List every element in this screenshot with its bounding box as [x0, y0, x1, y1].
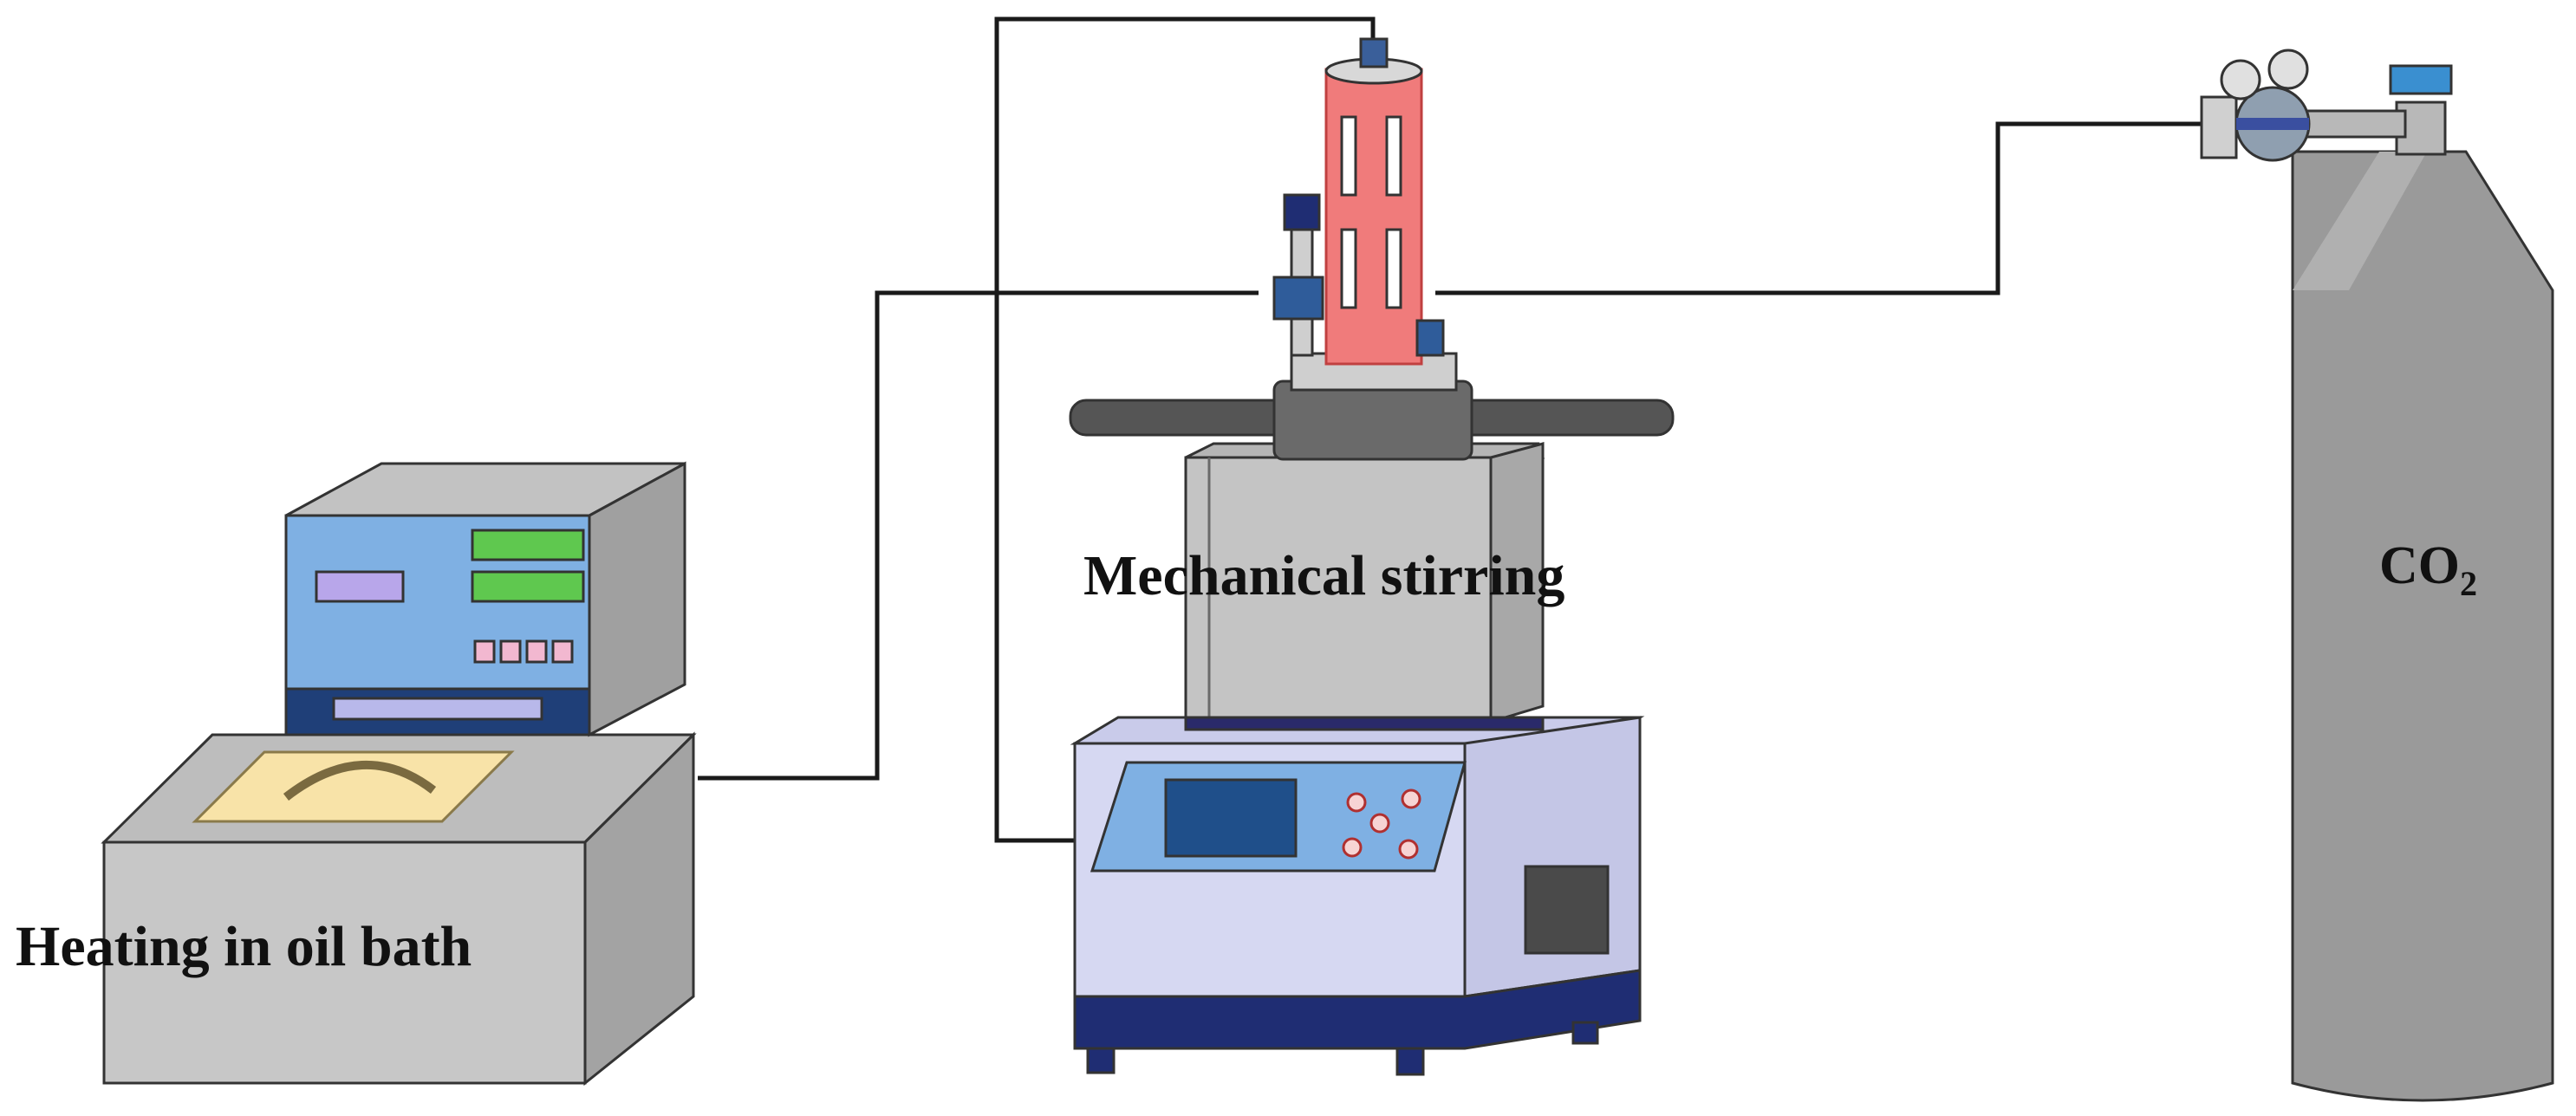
clamp-ring — [1272, 380, 1473, 461]
reactor-vessel — [1324, 68, 1423, 366]
co2-label-subscript: 2 — [2460, 564, 2477, 603]
stirrer-screen — [1164, 778, 1298, 858]
control-button-1 — [473, 639, 496, 664]
regulator-gauge-right — [2267, 49, 2309, 90]
cylinder-body — [2291, 150, 2554, 1102]
stirrer-foot-right — [1571, 1021, 1599, 1045]
controller-side — [588, 461, 686, 737]
oil-bath-line — [698, 290, 1259, 781]
oil-bath-side — [583, 731, 695, 1087]
stirrer-base-band — [1073, 969, 1642, 1050]
stirring-label: Mechanical stirring — [1083, 544, 1565, 607]
stirring-body-side — [1489, 442, 1545, 724]
stirrer-button-5 — [1398, 839, 1419, 860]
oil-bath-heater — [101, 461, 697, 1087]
oil-surface — [192, 750, 515, 823]
stirring-coil — [283, 760, 437, 801]
co2-label: CO2 — [2379, 539, 2477, 601]
stirrer-base-side — [1463, 716, 1642, 998]
stirrer-foot-left — [1086, 1047, 1116, 1074]
pressure-gauge-valve — [1272, 276, 1324, 321]
regulator-gauge-left — [2220, 59, 2261, 101]
stirrer-control-line — [994, 16, 1376, 843]
heating-label: Heating in oil bath — [16, 915, 472, 978]
connecting-lines — [698, 16, 2215, 843]
reactor-window-3 — [1340, 228, 1357, 309]
stirrer-foot-middle — [1395, 1047, 1425, 1076]
co2-cylinder — [2200, 49, 2554, 1102]
temperature-display-1 — [471, 529, 585, 561]
co2-label-main: CO — [2379, 536, 2460, 595]
inlet-fitting — [1415, 319, 1445, 357]
cylinder-shoulder — [2293, 152, 2427, 290]
control-button-4 — [551, 639, 574, 664]
regulator-outlet — [2200, 95, 2238, 159]
stirrer-side-vent — [1524, 865, 1610, 955]
stirrer-button-1 — [1346, 792, 1367, 813]
control-button-3 — [525, 639, 548, 664]
stirrer-button-2 — [1401, 788, 1421, 809]
cylinder-valve-cap — [2389, 64, 2453, 95]
reactor-window-4 — [1385, 228, 1402, 309]
control-button-2 — [499, 639, 522, 664]
stirring-body-base-strip — [1184, 716, 1545, 731]
co2-gas-line — [1435, 121, 2215, 295]
temperature-display-2 — [471, 570, 585, 603]
reactor-window-2 — [1385, 115, 1402, 197]
top-fitting — [1359, 37, 1389, 68]
regulator-band — [2236, 118, 2309, 130]
reactor-window-1 — [1340, 115, 1357, 197]
stirrer-button-3 — [1369, 813, 1390, 834]
pressure-gauge-head — [1283, 193, 1321, 231]
stirrer-button-4 — [1342, 837, 1363, 858]
mechanical-stirrer — [1069, 37, 1675, 1076]
controller-slot — [332, 697, 543, 721]
status-panel — [315, 570, 405, 603]
